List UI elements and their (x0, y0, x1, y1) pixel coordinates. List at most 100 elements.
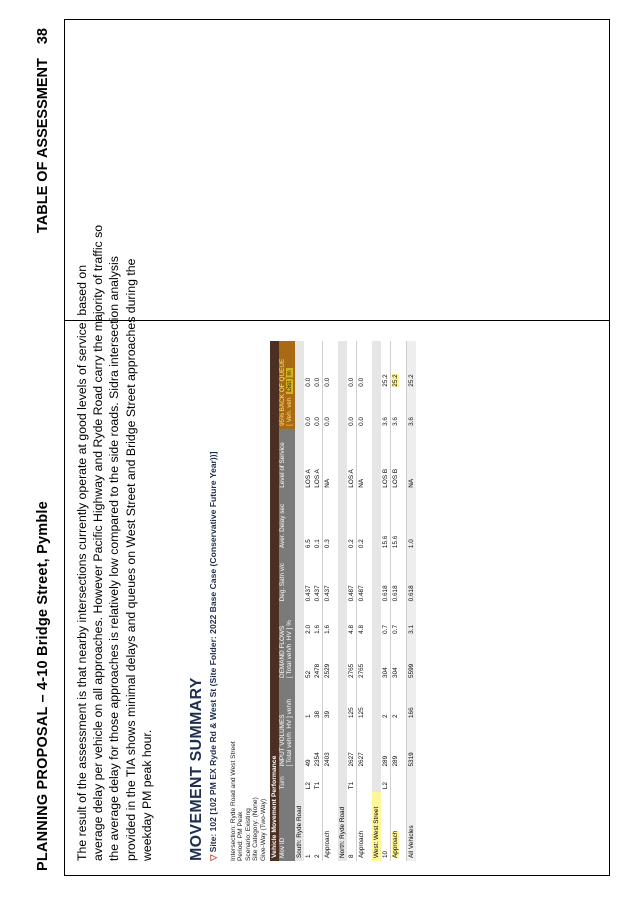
table-header-row: Mov ID Turn INPUT VOLUMES [ Total veh/h … (279, 341, 295, 861)
header-demand-hv: HV ] % (285, 620, 293, 641)
cell-delay: 15.6 (381, 535, 389, 549)
cell-q-dist: 0.0 (304, 377, 312, 387)
cell-q-veh: 0.0 (356, 389, 366, 429)
cell-in-total: 5319 (406, 721, 416, 770)
cell-delay: 0.1 (313, 539, 321, 549)
header-back-of-queue: 95% BACK OF QUEUE [ Veh. veh Dist ] m (279, 341, 295, 429)
cell-deg: 0.487 (347, 585, 355, 602)
meta-line: Period: PM Peak (237, 811, 245, 861)
cell-dem-hv: 0.7 (390, 604, 400, 637)
site-label: Site: 102 [102 PM EX Ryde Rd & West St (… (208, 451, 218, 853)
cell-dem-hv: 1.6 (322, 604, 332, 637)
cell-los: LOS B (390, 428, 400, 491)
cell-dem-hv: 1.6 (313, 624, 321, 634)
cell-turn: L2 (304, 782, 312, 790)
cell-mov: 2 (313, 854, 321, 858)
meta-line: Scenario: Existing (244, 808, 252, 861)
cell-q-dist: 0.0 (356, 341, 366, 390)
cell-turn: T1 (347, 781, 355, 790)
cell-in-total: 2627 (347, 752, 355, 767)
cell-q-veh: 0.0 (322, 389, 332, 429)
cell-dem-total: 304 (381, 667, 389, 678)
all-vehicles-row: All Vehicles 5319 166 5599 3.1 0.618 1.0… (406, 341, 416, 861)
section-label: North: Ryde Road (337, 341, 347, 861)
header-turn: Turn (279, 769, 295, 793)
cell-in-total: 2354 (313, 752, 321, 767)
cell-turn: L2 (381, 782, 389, 790)
meta-line: Intersection: Ryde Road and West Street (230, 741, 237, 861)
cell-delay: 15.6 (390, 490, 400, 552)
approach-row: Approach 2627 125 2765 4.8 0.487 0.2 NA … (356, 341, 366, 861)
site-triangle-icon: ▽ (208, 854, 218, 861)
cell-q-veh: 0.0 (304, 417, 312, 426)
table-row: 2 T1 2354 38 2478 1.6 0.437 0.1 LOS A 0.… (313, 341, 323, 861)
cell-in-total: 2627 (356, 721, 366, 770)
section-label: South: Ryde Road (294, 341, 304, 861)
header-aver-delay: Aver. Delay sec (279, 490, 295, 552)
cell-q-dist: 25.2 (406, 341, 416, 390)
cell-dem-total: 2478 (313, 663, 321, 678)
page-number: 38 (35, 28, 51, 45)
cell-dem-hv: 0.7 (381, 624, 389, 634)
cell-delay: 0.3 (322, 490, 332, 552)
movement-summary-title: MOVEMENT SUMMARY (188, 677, 205, 861)
cell-q-veh: 3.6 (406, 389, 416, 429)
cell-in-hv: 125 (356, 680, 366, 722)
cell-approach-label: Approach (356, 769, 366, 861)
meta-line: Give-Way (Two-Way) (259, 798, 267, 861)
cell-q-veh: 3.6 (381, 417, 389, 426)
cell-delay: 0.2 (347, 539, 355, 549)
queue-dist-highlight: 25.2 (391, 374, 399, 387)
cell-delay: 0.2 (356, 490, 366, 552)
header-deg-satn: Deg. Satn v/c (279, 551, 295, 605)
section-label: West: West Street (371, 792, 381, 861)
approach-label-highlight: Approach (391, 830, 399, 858)
document-title: PLANNING PROPOSAL – 4-10 Bridge Street, … (35, 501, 51, 871)
cell-dem-total: 2765 (347, 663, 355, 678)
approach-row: Approach 289 2 304 0.7 0.618 15.6 LOS B … (390, 341, 400, 861)
section-title: TABLE OF ASSESSMENT (35, 58, 51, 233)
header-demand-flows: DEMAND FLOWS [ Total veh/h HV ] % (279, 604, 295, 681)
cell-los: NA (406, 428, 416, 491)
cell-approach-label: Approach (322, 769, 332, 861)
cell-in-total: 2403 (322, 721, 332, 770)
cell-deg: 0.437 (313, 585, 321, 602)
cell-in-total: 49 (304, 759, 312, 767)
site-meta: Intersection: Ryde Road and West Street … (230, 741, 267, 861)
table-row: 8 T1 2627 125 2765 4.8 0.487 0.2 LOS A 0… (347, 341, 357, 861)
cell-in-hv: 2 (381, 714, 389, 719)
cell-deg: 0.618 (390, 551, 400, 605)
cell-q-dist: 0.0 (313, 377, 321, 387)
cell-deg: 0.437 (322, 551, 332, 605)
cell-delay: 6.5 (304, 539, 312, 549)
cell-q-veh: 0.0 (313, 417, 321, 426)
cell-dem-hv: 3.1 (406, 604, 416, 637)
section-row-west: West: West Street (371, 341, 381, 861)
cell-q-dist: 0.0 (347, 377, 355, 387)
header-input-total: [ Total veh/h (285, 732, 293, 767)
header-input-hv: HV ] veh/h (285, 698, 293, 729)
section-row-north: North: Ryde Road (337, 341, 347, 861)
table-row: 10 L2 289 2 304 0.7 0.618 15.6 LOS B 3.6… (381, 341, 391, 861)
section-fill (371, 341, 381, 793)
header-input-volumes: INPUT VOLUMES [ Total veh/h HV ] veh/h (279, 680, 295, 770)
approach-row: Approach 2403 39 2529 1.6 0.437 0.3 NA 0… (322, 341, 332, 861)
table-caption: Vehicle Movement Performance (270, 341, 279, 861)
meta-line: Site Category: (None) (252, 797, 260, 861)
cell-in-hv: 1 (304, 714, 312, 719)
header-mov-id: Mov ID (279, 792, 295, 861)
cell-delay: 1.0 (406, 490, 416, 552)
header-level-of-service: Level of Service (279, 428, 295, 491)
body-paragraph: The result of the assessment is that nea… (75, 224, 154, 861)
cell-in-hv: 38 (313, 710, 321, 719)
site-description: ▽Site: 102 [102 PM EX Ryde Rd & West St … (208, 401, 218, 861)
movement-performance-table: Vehicle Movement Performance Mov ID Turn… (270, 341, 416, 861)
cell-dem-total: 5599 (406, 636, 416, 681)
cell-all-vehicles-label: All Vehicles (406, 769, 416, 861)
cell-los: NA (322, 428, 332, 491)
cell-q-veh: 0.0 (347, 417, 355, 426)
cell-in-total: 289 (381, 755, 389, 767)
header-demand-total: [ Total veh/h (285, 643, 293, 678)
